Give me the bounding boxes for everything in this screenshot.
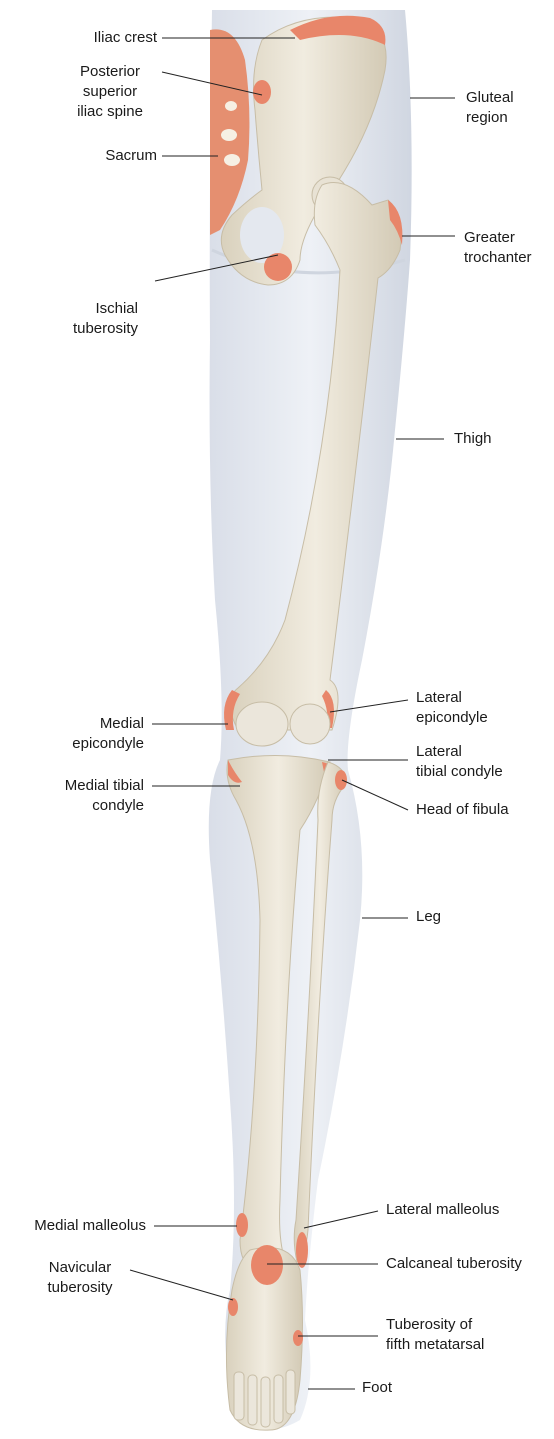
sacral-foramen <box>224 154 240 166</box>
psis-landmark <box>253 80 271 104</box>
label-leg: Leg <box>416 907 441 927</box>
label-sacrum: Sacrum <box>40 146 157 166</box>
label-foot: Foot <box>362 1378 392 1398</box>
label-ischial-tuberosity: Ischial tuberosity <box>30 299 138 339</box>
label-medial-tibial-condyle: Medial tibial condyle <box>20 776 144 816</box>
label-iliac-crest: Iliac crest <box>40 28 157 48</box>
label-medial-epicondyle: Medial epicondyle <box>20 714 144 754</box>
sacral-foramen <box>221 129 237 141</box>
label-lateral-malleolus: Lateral malleolus <box>386 1200 499 1220</box>
leader-navicular-tuberosity <box>130 1270 233 1300</box>
leader-lateral-malleolus <box>304 1211 378 1228</box>
patella-lateral <box>290 704 330 744</box>
label-posterior-superior-iliac-spine: Posterior superior iliac spine <box>60 62 160 122</box>
head-of-fibula-landmark <box>335 770 347 790</box>
sacral-foramen <box>225 101 237 111</box>
label-medial-malleolus: Medial malleolus <box>4 1216 146 1236</box>
label-gluteal-region: Gluteal region <box>466 88 514 128</box>
label-head-of-fibula: Head of fibula <box>416 800 509 820</box>
patella <box>236 702 288 746</box>
label-thigh: Thigh <box>454 429 492 449</box>
calcaneal-tuberosity-landmark <box>251 1245 283 1285</box>
label-tuberosity-fifth-metatarsal: Tuberosity of fifth metatarsal <box>386 1315 484 1355</box>
label-lateral-epicondyle: Lateral epicondyle <box>416 688 488 728</box>
lateral-malleolus-landmark <box>296 1232 308 1268</box>
label-calcaneal-tuberosity: Calcaneal tuberosity <box>386 1254 522 1274</box>
fifth-metatarsal-tuberosity-landmark <box>293 1330 303 1346</box>
medial-malleolus-landmark <box>236 1213 248 1237</box>
label-greater-trochanter: Greater trochanter <box>464 228 532 268</box>
navicular-tuberosity-landmark <box>228 1298 238 1316</box>
label-navicular-tuberosity: Navicular tuberosity <box>30 1258 130 1298</box>
label-lateral-tibial-condyle: Lateral tibial condyle <box>416 742 503 782</box>
